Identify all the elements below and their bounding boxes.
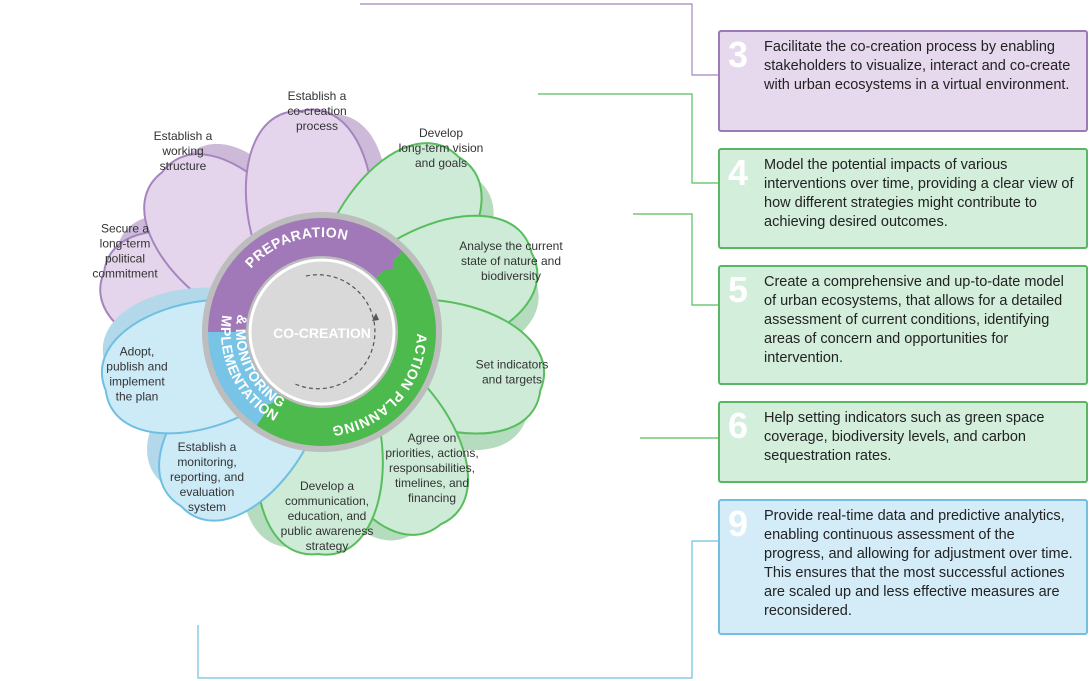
- petal-text-line: commitment: [92, 267, 158, 281]
- petal-text-line: long-term vision: [399, 141, 484, 155]
- petal-text-line: Establish a: [154, 129, 213, 143]
- petal-text-line: reporting, and: [170, 470, 244, 484]
- box-description: Model the potential impacts of various i…: [764, 157, 1074, 230]
- box-number: 9: [728, 503, 749, 544]
- petal-text-line: Secure a: [101, 222, 149, 236]
- petal-text-line: state of nature and: [461, 254, 561, 268]
- petal-text-line: long-term: [100, 237, 151, 251]
- connector-line: [538, 93, 718, 184]
- box-number: 4: [728, 152, 749, 193]
- petal-number: 8: [311, 599, 342, 662]
- petal-text-line: communication,: [285, 494, 369, 508]
- description-box-6: 6 Help setting indicators such as green s…: [718, 401, 1088, 483]
- cycle-arrowhead-icon: [372, 313, 379, 321]
- phase-arc-preparation: [208, 217, 403, 332]
- box-number: 6: [728, 405, 749, 446]
- connector-line: [360, 3, 718, 76]
- petal-text-line: Agree on: [408, 431, 457, 445]
- petal-number: 10: [25, 399, 87, 462]
- petal-text-line: biodiversity: [481, 269, 541, 283]
- petal-text-line: structure: [160, 159, 207, 173]
- petal-text-line: education, and: [288, 509, 367, 523]
- petal-text-line: priorities, actions,: [385, 446, 478, 460]
- cycle-arrow-icon: [292, 274, 376, 390]
- phase-arc-implementation: [208, 332, 279, 426]
- description-box-4: 4 Model the potential impacts of various …: [718, 148, 1088, 249]
- petal-text-line: responsabilities,: [389, 461, 475, 475]
- petal-text-line: public awareness: [281, 524, 374, 538]
- petal-text-line: timelines, and: [395, 476, 469, 490]
- petal-number: 9: [139, 545, 170, 608]
- box-number: 3: [728, 34, 749, 75]
- description-box-3: 3 Facilitate the co-creation process by e…: [718, 30, 1088, 132]
- petal-text-line: Develop: [419, 126, 463, 140]
- petal-number: 5: [592, 217, 623, 280]
- petal-number: 6: [580, 397, 611, 460]
- petal-text-line: and goals: [415, 156, 467, 170]
- connector-line: [633, 213, 718, 306]
- petal-text-line: evaluation: [180, 485, 235, 499]
- box-description: Provide real-time data and predictive an…: [764, 508, 1073, 619]
- phase-arrow-tip-icon: [262, 399, 288, 434]
- petal-text-line: Set indicators: [476, 358, 549, 372]
- box-number: 5: [728, 269, 749, 310]
- petal-number: 4: [480, 67, 511, 130]
- petal-text-line: implement: [109, 375, 165, 389]
- petal-text-line: political: [105, 252, 145, 266]
- petal-text-line: process: [296, 119, 338, 133]
- connector-line: [197, 540, 718, 679]
- description-box-5: 5 Create a comprehensive and up-to-date m…: [718, 265, 1088, 385]
- petal-text-line: monitoring,: [177, 455, 236, 469]
- petal-text-line: Develop a: [300, 479, 354, 493]
- phase-arc-action-planning: [256, 251, 436, 446]
- box-description: Help setting indicators such as green sp…: [764, 410, 1045, 464]
- petal-text-line: Adopt,: [120, 345, 155, 359]
- petal-text-line: system: [188, 500, 226, 514]
- petal-text-line: Analyse the current: [459, 239, 563, 253]
- petal-number: 2: [139, 67, 170, 130]
- box-description: Facilitate the co-creation process by en…: [764, 39, 1071, 93]
- petal-text-line: strategy: [306, 539, 349, 553]
- petal-text-line: publish and: [106, 360, 167, 374]
- petal-number: 1: [28, 209, 59, 272]
- petal-text-line: working: [161, 144, 203, 158]
- petal-number: 7: [474, 545, 505, 608]
- petal-text-line: and targets: [482, 373, 542, 387]
- phase-arcs: [208, 217, 436, 446]
- phase-arrow-tip-icon: [367, 240, 394, 272]
- center-circle: [248, 258, 396, 406]
- box-description: Create a comprehensive and up-to-date mo…: [764, 274, 1064, 366]
- petal-text-line: Establish a: [178, 440, 237, 454]
- petal-text-line: Establish a: [288, 89, 347, 103]
- petal-text-line: financing: [408, 491, 456, 505]
- petal-number: 3: [300, 9, 331, 72]
- connector-lines: [197, 3, 718, 679]
- center-label: CO-CREATION: [273, 325, 371, 341]
- description-box-9: 9 Provide real-time data and predictive a…: [718, 499, 1088, 635]
- petal-text-line: co-creation: [287, 104, 346, 118]
- petal-text-line: the plan: [116, 390, 159, 404]
